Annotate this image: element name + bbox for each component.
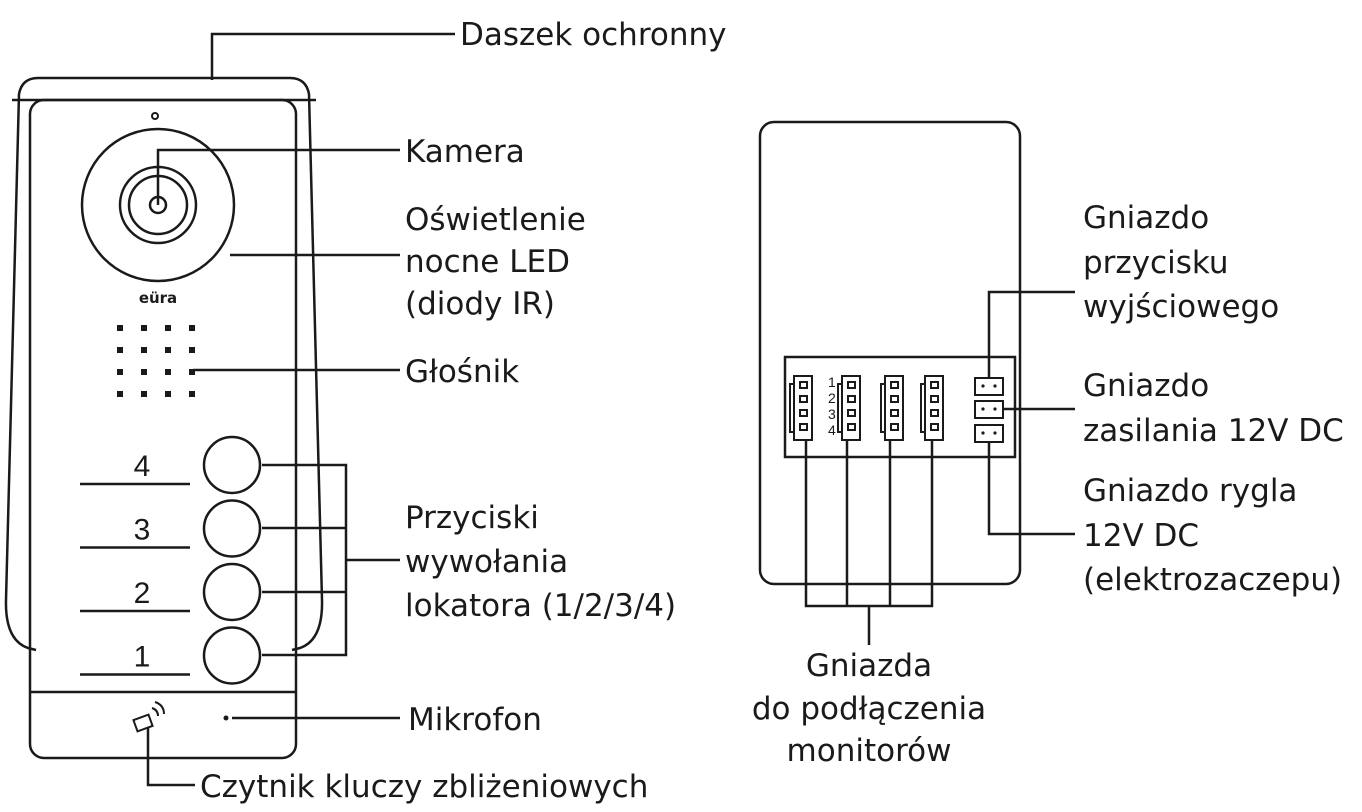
- speaker-hole: [141, 347, 147, 353]
- label-exit-socket-line3: wyjściowego: [1083, 289, 1279, 325]
- label-call-buttons-line3: lokatora (1/2/3/4): [405, 588, 676, 624]
- rear-callouts: Gniazdo przycisku wyjściowego Gniazdo za…: [752, 200, 1344, 769]
- call-button-number: 2: [134, 577, 151, 610]
- label-exit-socket-line1: Gniazdo: [1083, 200, 1209, 236]
- call-button-2[interactable]: [202, 562, 262, 622]
- speaker-grille: [117, 325, 195, 397]
- call-buttons: 4 3 2 1: [80, 435, 262, 685]
- speaker-hole: [165, 325, 171, 331]
- label-led-line2: nocne LED: [405, 244, 570, 280]
- call-button-number: 1: [134, 641, 151, 674]
- front-panel: eüra 4 3 2 1: [4, 76, 324, 760]
- panel-body: [28, 98, 298, 760]
- label-monitor-sockets-line1: Gniazda: [806, 648, 932, 684]
- speaker-hole: [117, 369, 123, 375]
- rear-view: 1 2 3 4: [758, 120, 1022, 586]
- label-lock-socket-line1: Gniazdo rygla: [1083, 473, 1297, 509]
- speaker-hole: [141, 325, 147, 331]
- call-button-number: 3: [134, 514, 151, 547]
- speaker-hole: [117, 347, 123, 353]
- call-button-number: 4: [134, 450, 151, 483]
- speaker-hole: [189, 325, 195, 331]
- label-rfid: Czytnik kluczy zbliżeniowych: [200, 769, 648, 805]
- speaker-hole: [141, 369, 147, 375]
- label-led-line3: (diody IR): [405, 286, 555, 322]
- label-microphone: Mikrofon: [408, 702, 542, 738]
- monitor-connectors: [789, 375, 944, 441]
- call-button-4[interactable]: [202, 435, 262, 495]
- monitor-connector-4: [920, 375, 944, 441]
- label-led-line1: Oświetlenie: [405, 202, 586, 238]
- speaker-hole: [141, 391, 147, 397]
- exit-button-socket: [974, 377, 1004, 396]
- label-lock-socket-line2: 12V DC: [1083, 518, 1199, 554]
- label-power-socket-line2: zasilania 12V DC: [1083, 413, 1344, 449]
- status-led-dot: [151, 112, 159, 120]
- rfid-reader-icon: [132, 701, 165, 733]
- call-button-3[interactable]: [202, 499, 262, 558]
- speaker-hole: [189, 391, 195, 397]
- speaker-hole: [165, 347, 171, 353]
- label-exit-socket-line2: przycisku: [1083, 245, 1229, 281]
- pin-number-4: 4: [828, 422, 836, 438]
- label-camera: Kamera: [405, 134, 525, 170]
- pin-number-1: 1: [828, 374, 836, 390]
- speaker-hole: [117, 325, 123, 331]
- speaker-hole: [165, 391, 171, 397]
- label-speaker: Głośnik: [405, 354, 519, 390]
- speaker-hole: [165, 369, 171, 375]
- pin-number-2: 2: [828, 390, 836, 406]
- canopy-housing: [4, 76, 324, 652]
- label-lock-socket-line3: (elektrozaczepu): [1083, 562, 1342, 598]
- brand-logo: eüra: [139, 289, 177, 307]
- label-call-buttons-line2: wywołania: [405, 544, 568, 580]
- front-callouts: Daszek ochronny Kamera Oświetlenie nocne…: [146, 17, 727, 805]
- monitor-connector-3: [880, 375, 904, 441]
- label-monitor-sockets-line3: monitorów: [787, 733, 952, 769]
- pin-number-3: 3: [828, 406, 836, 422]
- speaker-hole: [189, 347, 195, 353]
- label-canopy: Daszek ochronny: [460, 17, 727, 53]
- terminal-block: [783, 355, 1017, 459]
- speaker-hole: [189, 369, 195, 375]
- label-power-socket-line1: Gniazdo: [1083, 368, 1209, 404]
- lock-socket: [974, 424, 1004, 443]
- call-button-1[interactable]: [202, 626, 262, 685]
- label-monitor-sockets-line2: do podłączenia: [752, 691, 986, 727]
- camera-outer-ring: [80, 127, 236, 283]
- monitor-connector-1: [789, 375, 813, 441]
- power-socket: [974, 400, 1004, 419]
- monitor-connector-2: [837, 375, 861, 441]
- speaker-hole: [117, 391, 123, 397]
- microphone-hole: [223, 715, 229, 721]
- label-call-buttons-line1: Przyciski: [405, 500, 539, 536]
